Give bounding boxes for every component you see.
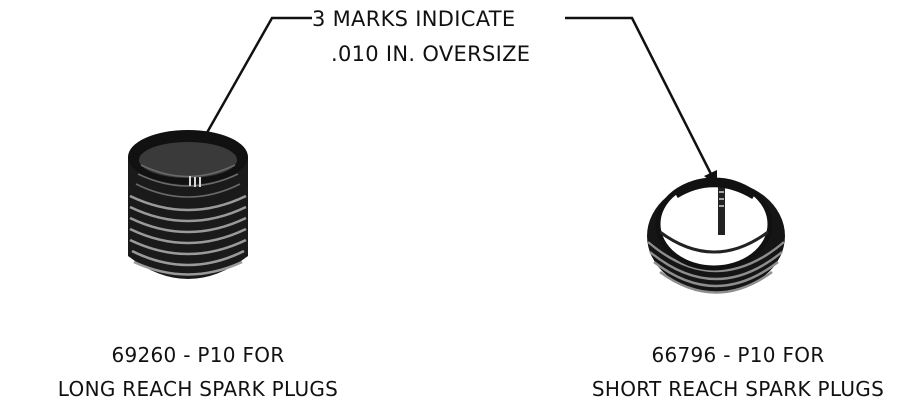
leader-line-left	[198, 16, 312, 146]
callout-text-line1: 3 MARKS INDICATE	[312, 7, 516, 31]
short-reach-part-number: 66796 - P10 FOR	[651, 343, 825, 367]
callout-leaders	[198, 16, 715, 179]
short-reach-insert	[647, 177, 785, 294]
long-reach-caption: 69260 - P10 FOR LONG REACH SPARK PLUGS	[28, 338, 368, 406]
leader-line-right	[565, 16, 715, 179]
short-reach-caption: 66796 - P10 FOR SHORT REACH SPARK PLUGS	[560, 338, 916, 406]
callout-text-line2: .010 IN. OVERSIZE	[331, 42, 531, 66]
short-reach-description: SHORT REACH SPARK PLUGS	[591, 377, 885, 401]
long-reach-insert	[128, 130, 248, 279]
long-reach-part-number: 69260 - P10 FOR	[111, 343, 285, 367]
long-reach-description: LONG REACH SPARK PLUGS	[57, 377, 339, 401]
